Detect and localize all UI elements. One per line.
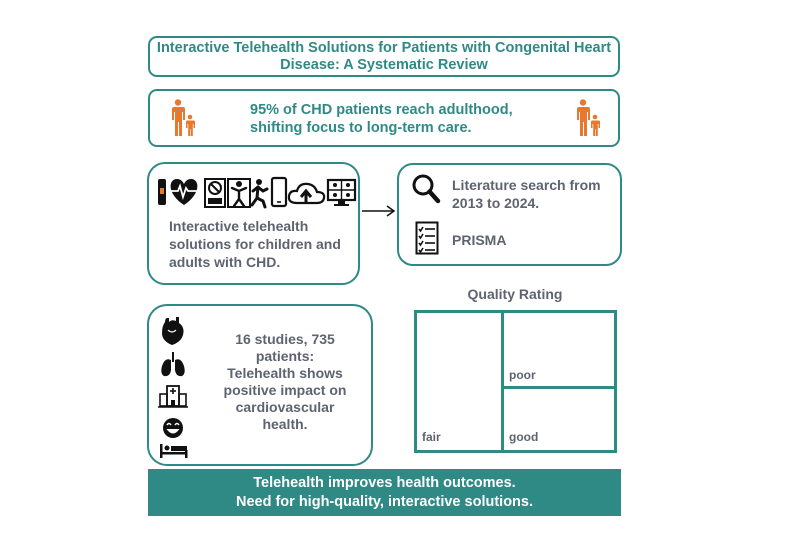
telehealth-box: Interactive telehealth solutions for chi… (147, 162, 360, 285)
studies-line-4: positive impact on (223, 382, 347, 398)
fact-line-2: shifting focus to long-term care. (250, 120, 472, 136)
studies-line-2: patients: (255, 348, 315, 364)
literature-box: Literature search from 2013 to 2024. PRI… (397, 163, 622, 266)
parent-child-icon (172, 99, 195, 136)
title-box: Interactive Telehealth Solutions for Pat… (148, 36, 620, 77)
happy-face-icon (163, 418, 183, 438)
fact-line-1: 95% of CHD patients reach adulthood, (250, 102, 513, 118)
page-title: Interactive Telehealth Solutions for Pat… (156, 39, 612, 73)
checklist-icon (415, 221, 439, 255)
heart-pulse-icon (170, 179, 198, 205)
telehealth-text: Interactive telehealth solutions for chi… (169, 218, 341, 270)
health-icon-column (158, 317, 188, 458)
conclusion-banner: Telehealth improves health outcomes. Nee… (148, 469, 621, 516)
treemap-label-fair: fair (422, 430, 441, 444)
cloud-upload-icon (287, 182, 326, 205)
conclusion-line-1: Telehealth improves health outcomes. (253, 475, 516, 491)
literature-search-text: Literature search from 2013 to 2024. (452, 177, 601, 211)
smartwatch-icon (158, 179, 166, 205)
telehealth-icon-strip (158, 176, 357, 209)
parent-child-icon (577, 99, 600, 136)
fact-box: 95% of CHD patients reach adulthood, shi… (148, 89, 620, 147)
treemap-label-good: good (509, 430, 538, 444)
treemap-cell-good (501, 386, 617, 453)
studies-box: 16 studies, 735 patients: Telehealth sho… (147, 304, 373, 466)
no-smoking-icon (204, 178, 226, 208)
conclusion-line-2: Need for high-quality, interactive solut… (235, 494, 534, 510)
bed-icon (160, 444, 188, 458)
studies-line-5: cardiovascular (235, 399, 335, 415)
studies-text: 16 studies, 735 patients: Telehealth sho… (205, 331, 365, 433)
quality-rating-treemap: fair poor good (414, 310, 617, 453)
quality-rating-title: Quality Rating (467, 286, 563, 302)
smartphone-icon (270, 176, 288, 208)
heart-icon (162, 317, 184, 345)
prisma-label: PRISMA (452, 232, 507, 248)
studies-line-1: 16 studies, 735 (235, 331, 335, 347)
hospital-icon (158, 385, 188, 408)
right-arrow-icon (362, 205, 396, 217)
studies-line-6: health. (262, 416, 308, 432)
fact-text: 95% of CHD patients reach adulthood, shi… (250, 101, 550, 137)
studies-line-3: Telehealth shows (227, 365, 343, 381)
video-call-icon (326, 178, 357, 206)
magnifier-icon (412, 174, 441, 204)
running-icon (250, 179, 269, 209)
exercise-icon (227, 178, 251, 208)
treemap-label-poor: poor (509, 368, 536, 382)
lungs-icon (161, 352, 185, 377)
